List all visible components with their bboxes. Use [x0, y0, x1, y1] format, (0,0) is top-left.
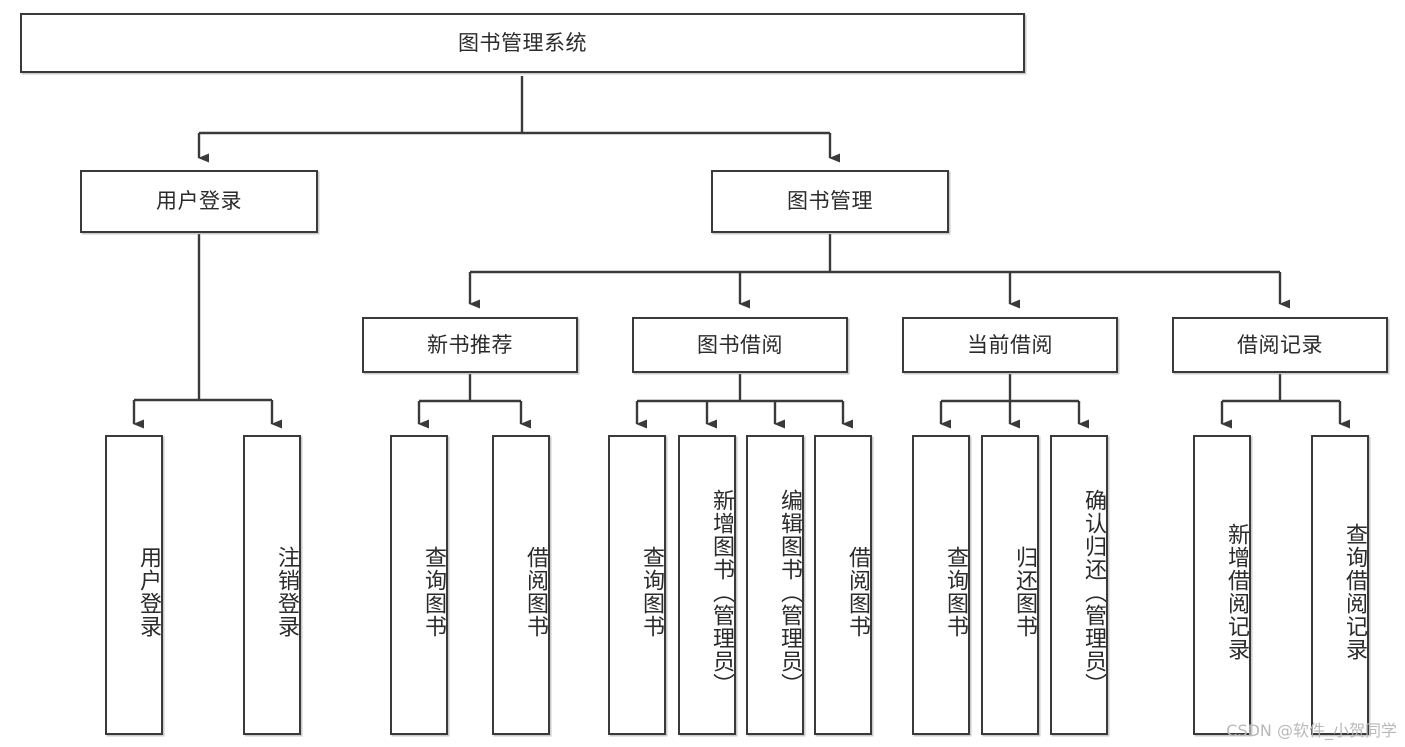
node-leaf-borrow-book-recommend[interactable]: 借阅图书 — [492, 435, 550, 735]
node-label: 图书借阅 — [697, 332, 783, 357]
node-label: 查询图书 — [943, 546, 968, 638]
node-label: 新增图书（管理员） — [709, 488, 734, 696]
node-label: 注销登录 — [274, 546, 299, 638]
node-leaf-add-book-admin[interactable]: 新增图书（管理员） — [678, 435, 736, 735]
node-book-management[interactable]: 图书管理 — [711, 170, 949, 233]
node-label: 查询图书 — [421, 546, 446, 638]
node-leaf-logout[interactable]: 注销登录 — [243, 435, 301, 735]
node-label: 归还图书 — [1012, 546, 1037, 638]
node-label: 编辑图书（管理员） — [777, 488, 802, 696]
csdn-watermark: CSDN @软件_小贺同学 — [1226, 721, 1397, 740]
node-leaf-add-borrow-record[interactable]: 新增借阅记录 — [1193, 435, 1251, 735]
node-leaf-query-book-borrow[interactable]: 查询图书 — [608, 435, 666, 735]
node-leaf-confirm-return-admin[interactable]: 确认归还（管理员） — [1050, 435, 1108, 735]
node-leaf-borrow-book[interactable]: 借阅图书 — [814, 435, 872, 735]
node-leaf-user-login[interactable]: 用户登录 — [105, 435, 163, 735]
node-label: 图书管理系统 — [458, 30, 587, 55]
node-label: 查询图书 — [639, 546, 664, 638]
node-user-login[interactable]: 用户登录 — [80, 170, 318, 233]
node-label: 借阅图书 — [523, 546, 548, 638]
node-label: 借阅记录 — [1237, 332, 1323, 357]
node-label: 新书推荐 — [427, 332, 513, 357]
node-root-book-management-system[interactable]: 图书管理系统 — [20, 13, 1025, 73]
node-book-borrow[interactable]: 图书借阅 — [632, 317, 848, 373]
node-label: 用户登录 — [156, 189, 242, 214]
node-leaf-query-book-current[interactable]: 查询图书 — [912, 435, 970, 735]
node-label: 查询借阅记录 — [1342, 523, 1367, 661]
node-borrow-record[interactable]: 借阅记录 — [1172, 317, 1388, 373]
node-label: 图书管理 — [787, 189, 873, 214]
node-label: 当前借阅 — [967, 332, 1053, 357]
node-leaf-query-borrow-record[interactable]: 查询借阅记录 — [1311, 435, 1369, 735]
node-leaf-edit-book-admin[interactable]: 编辑图书（管理员） — [746, 435, 804, 735]
node-new-book-recommend[interactable]: 新书推荐 — [362, 317, 578, 373]
node-label: 确认归还（管理员） — [1081, 488, 1106, 696]
node-leaf-return-book[interactable]: 归还图书 — [981, 435, 1039, 735]
node-label: 借阅图书 — [845, 546, 870, 638]
node-label: 新增借阅记录 — [1224, 523, 1249, 661]
node-current-borrow[interactable]: 当前借阅 — [902, 317, 1118, 373]
node-label: 用户登录 — [136, 546, 161, 638]
node-leaf-query-book-recommend[interactable]: 查询图书 — [390, 435, 448, 735]
